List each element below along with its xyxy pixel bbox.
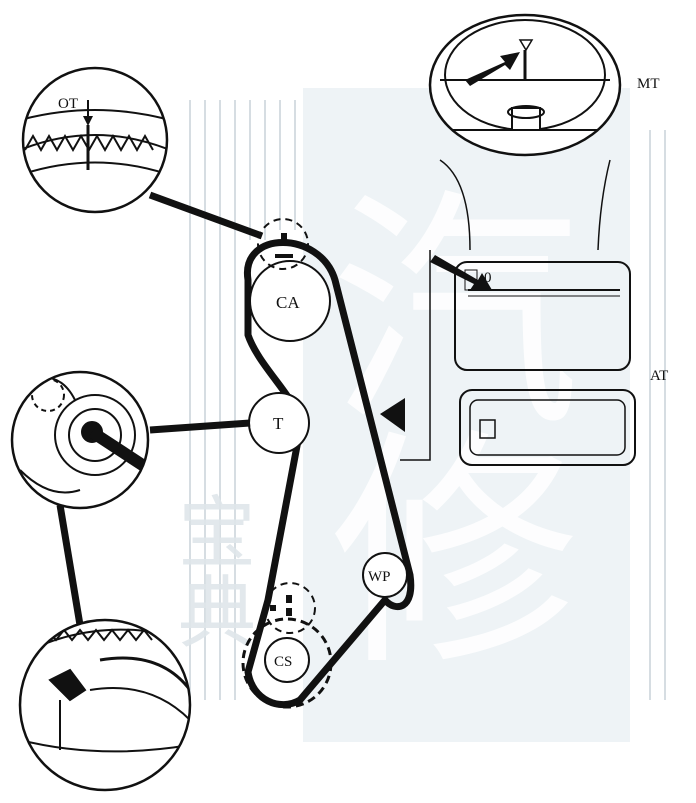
at-pointer-arrow (430, 255, 492, 290)
watermark: 汽 修 宝 典 (178, 168, 580, 699)
label-wp: WP (368, 569, 391, 585)
tensioner-detail-inset (10, 370, 251, 626)
label-at-mark: 0 (484, 270, 492, 286)
camshaft-pulley: CA (249, 218, 331, 342)
label-ot: OT (58, 96, 78, 112)
mark-circle-cs (264, 582, 316, 634)
label-at: AT (650, 368, 668, 384)
label-cs: CS (274, 654, 292, 670)
background-text-texture (189, 100, 666, 700)
tensioner-pulley: T (248, 392, 310, 454)
mt-detail-inset: MT (428, 13, 660, 251)
mt-pointer-arrow (465, 52, 520, 86)
at-detail-inset: 0 AT (400, 250, 668, 466)
ot-detail-inset: OT (21, 66, 264, 240)
watermark-char: 宝 (178, 489, 256, 579)
crankshaft-detail-inset (18, 618, 192, 792)
watermark-char: 修 (330, 408, 580, 699)
crankshaft-pulley: CS (241, 582, 333, 709)
mark-circle-ca (257, 218, 309, 270)
label-t: T (273, 414, 284, 433)
belt-direction-arrow (380, 398, 405, 432)
label-ca: CA (276, 293, 300, 312)
mark-circle-cs-outer (241, 617, 333, 709)
label-mt: MT (637, 76, 660, 92)
watermark-char: 典 (178, 569, 256, 659)
water-pump-pulley: WP (362, 552, 408, 598)
